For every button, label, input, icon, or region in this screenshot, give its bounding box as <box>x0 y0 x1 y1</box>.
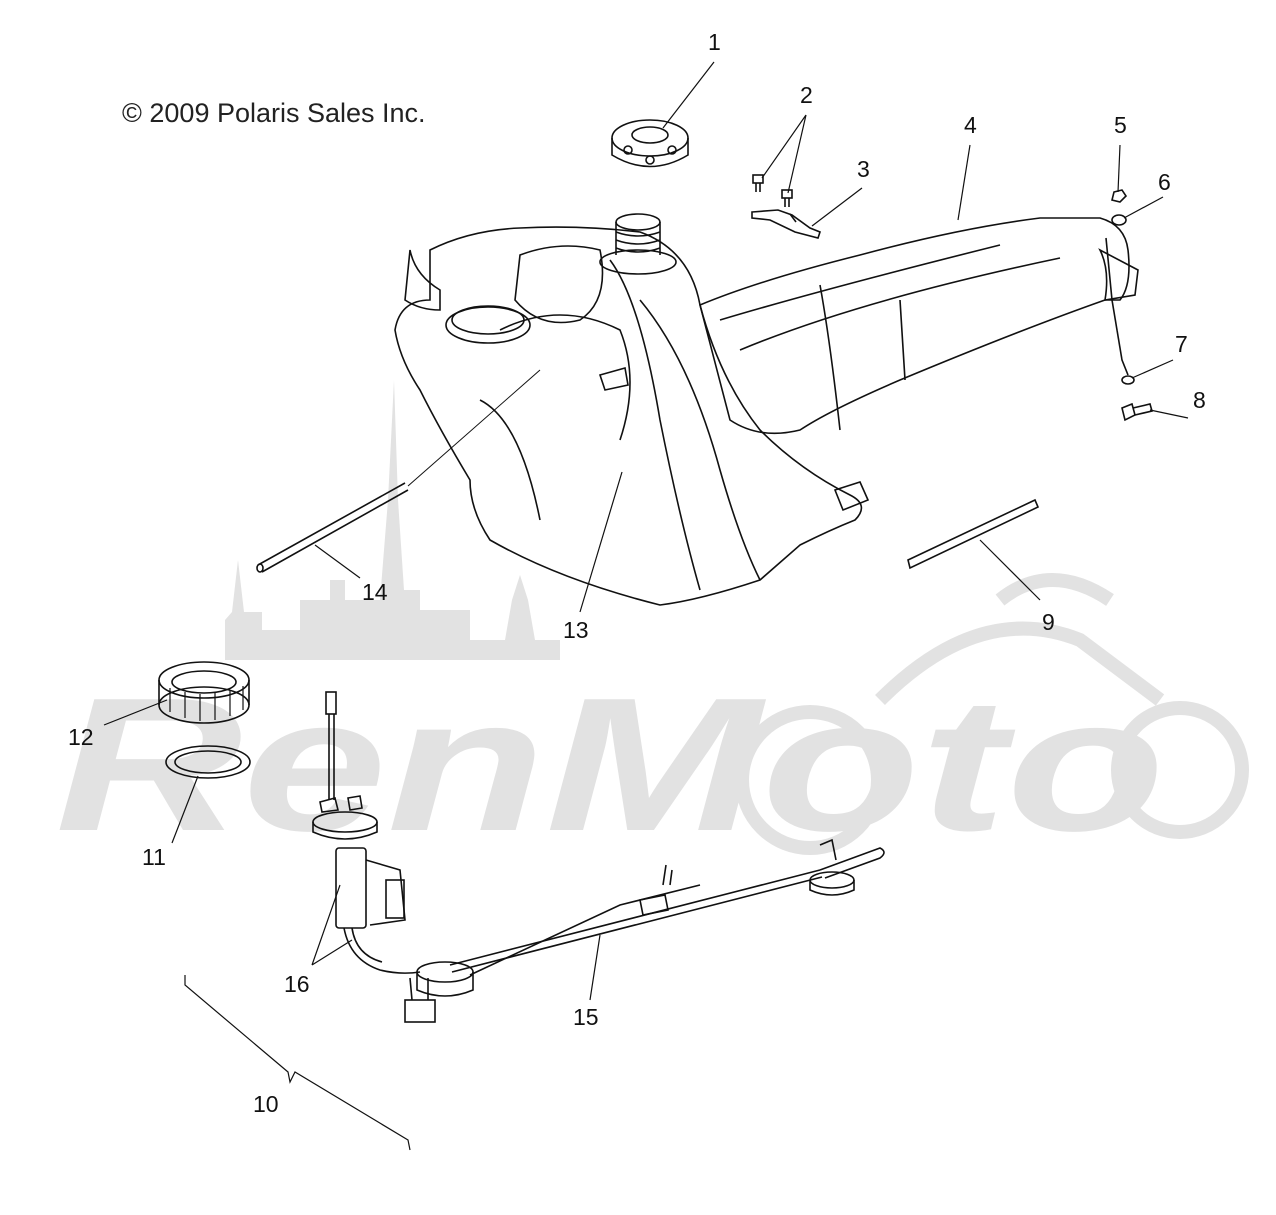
fuel-tank-rear <box>699 217 1130 435</box>
leader-3 <box>811 187 863 227</box>
callout-10: 10 <box>253 1091 279 1117</box>
tank-side-panel-c <box>609 259 701 591</box>
leader-4 <box>957 144 971 221</box>
copyright-notice: © 2009 Polaris Sales Inc. <box>122 98 426 128</box>
callout-9: 9 <box>1042 609 1055 635</box>
leader-11 <box>171 775 199 844</box>
pump-opening <box>445 306 531 344</box>
tank-pad <box>907 498 1040 570</box>
leader-15 <box>589 934 601 1001</box>
callout-3: 3 <box>857 156 870 182</box>
leader-12 <box>103 699 168 726</box>
seal-ring <box>165 745 251 779</box>
group-bracket-10 <box>184 975 411 1151</box>
leader-1 <box>662 61 715 129</box>
callout-13: 13 <box>563 617 589 643</box>
tank-contour-b <box>739 257 1061 351</box>
leader-2 <box>761 114 807 194</box>
callout-4: 4 <box>964 112 977 138</box>
screws <box>752 174 793 207</box>
leader-16 <box>311 884 353 966</box>
callout-11: 11 <box>142 844 166 870</box>
washer-upper <box>1111 214 1127 226</box>
callout-8: 8 <box>1193 387 1206 413</box>
vent-hose <box>256 369 541 573</box>
watermark: RenMoto <box>55 380 1249 871</box>
tank-contour-d <box>819 284 841 431</box>
tank-side-panel-d <box>639 299 761 581</box>
leader-9 <box>979 539 1041 601</box>
tank-vent-fitting <box>598 366 629 391</box>
tank-rear-tab <box>1098 248 1139 301</box>
tank-front-lug <box>404 249 441 311</box>
callout-15: 15 <box>573 1004 599 1030</box>
callout-14: 14 <box>362 579 388 605</box>
watermark-skyline <box>225 380 560 660</box>
callout-5: 5 <box>1114 112 1127 138</box>
callout-7: 7 <box>1175 331 1188 357</box>
nut <box>1111 189 1128 203</box>
callout-2: 2 <box>800 82 813 108</box>
tank-side-panel-b <box>499 314 631 441</box>
tank-side-panel-a <box>479 399 541 521</box>
watermark-motorcycle <box>735 573 1249 855</box>
leader-13 <box>579 471 623 613</box>
fuel-tank <box>394 213 1139 606</box>
leader-lines <box>103 61 1189 1001</box>
hardware <box>1105 189 1153 422</box>
bolt <box>1121 402 1153 422</box>
callouts: 1 2 3 4 5 6 7 8 9 10 11 12 13 14 15 16 <box>68 29 1206 1117</box>
fuel-cap <box>611 119 689 168</box>
tank-lower-mount <box>833 481 870 512</box>
tank-contour-a <box>719 244 1001 321</box>
fuel-line <box>449 838 885 976</box>
fastener-axis <box>1105 237 1129 376</box>
callout-1: 1 <box>708 29 721 55</box>
tank-channel <box>514 245 604 324</box>
fuel-pump-assembly <box>312 691 474 1023</box>
leader-5 <box>1117 144 1121 193</box>
pump-opening-inner <box>451 305 525 335</box>
tank-contour-c <box>899 299 906 381</box>
leader-6 <box>1123 196 1164 219</box>
filler-neck <box>599 213 677 275</box>
leader-14 <box>314 544 361 579</box>
leader-8 <box>1149 409 1189 419</box>
fuel-tank-body <box>394 226 863 606</box>
washer-lower <box>1121 375 1135 385</box>
callout-12: 12 <box>68 724 94 750</box>
callout-16: 16 <box>284 971 310 997</box>
lock-ring <box>158 661 250 724</box>
leader-7 <box>1131 359 1174 379</box>
callout-6: 6 <box>1158 169 1171 195</box>
bracket <box>751 209 821 239</box>
